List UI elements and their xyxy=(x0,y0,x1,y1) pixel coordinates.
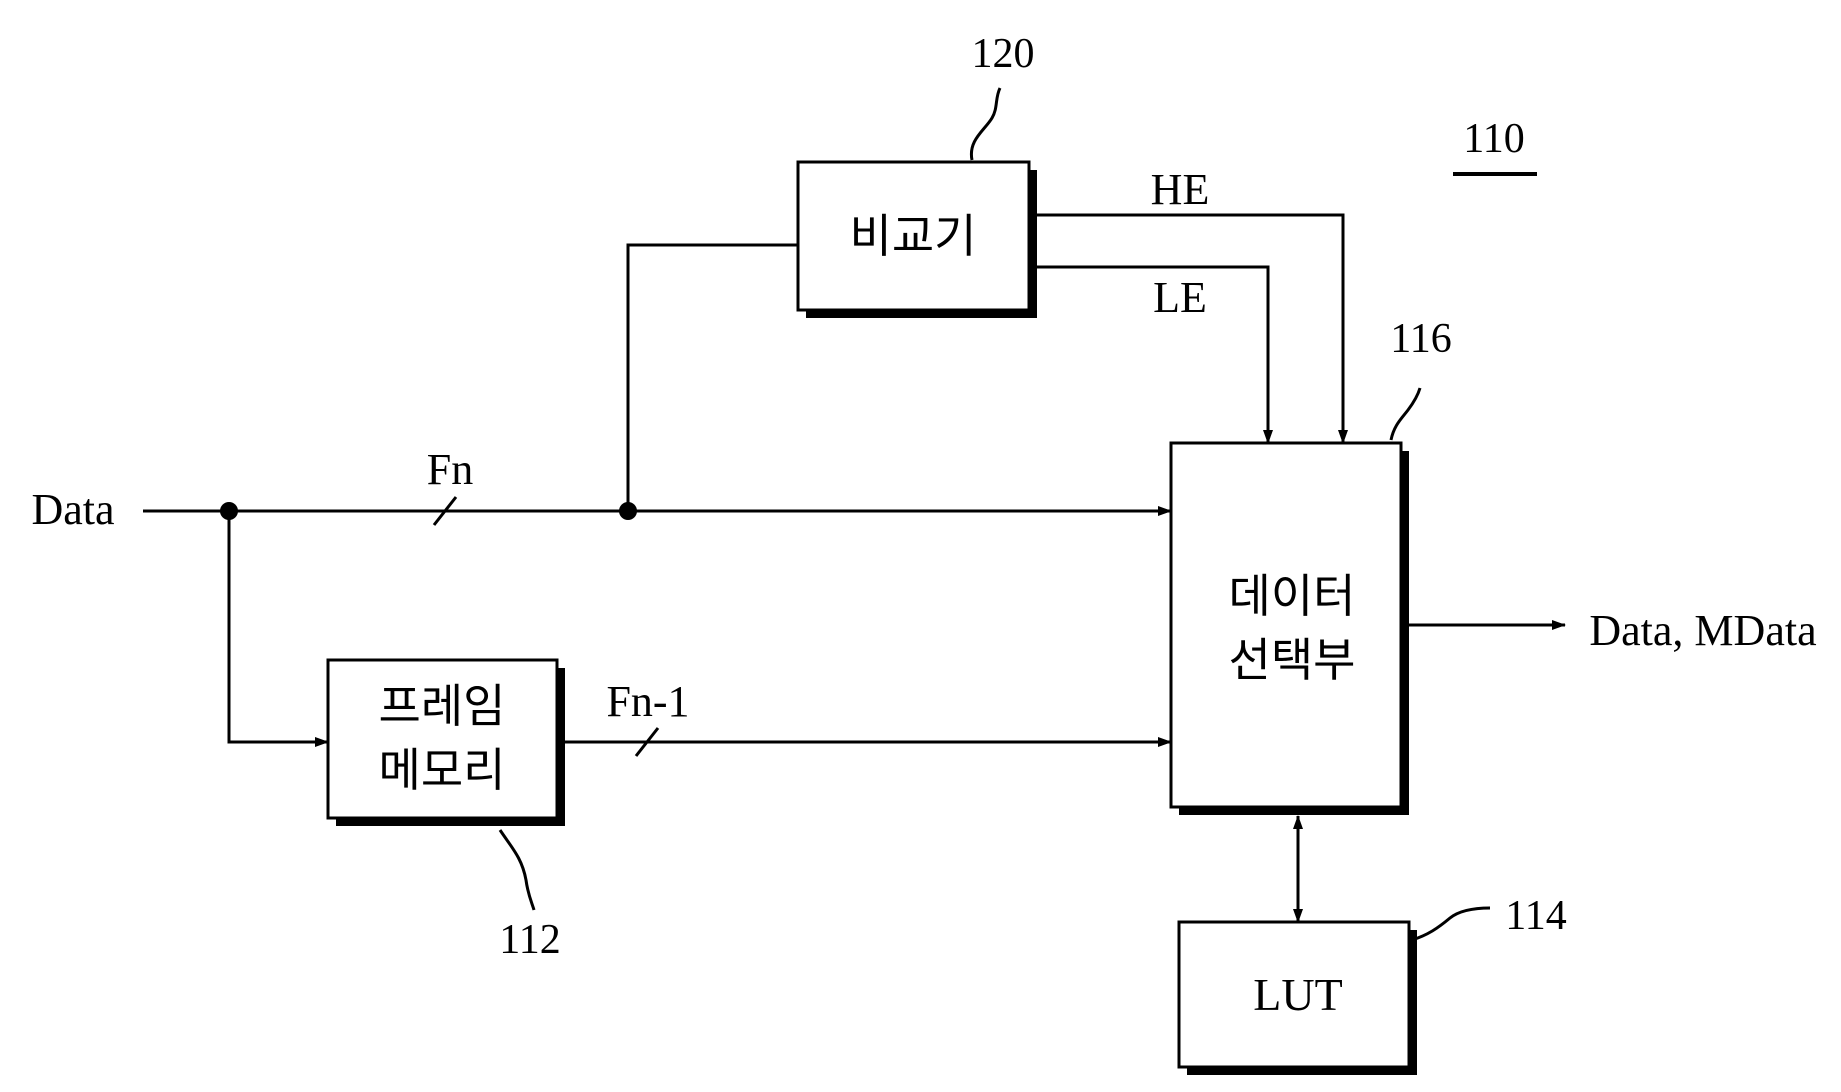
frame-memory-ref-leader xyxy=(500,830,534,910)
lut-label: LUT xyxy=(1253,969,1342,1020)
frame-memory-label-line2: 메모리 xyxy=(379,745,506,796)
output-signal-label: Data, MData xyxy=(1589,606,1816,655)
data-selector-label-line2: 선택부 xyxy=(1229,635,1356,686)
comparator-input-wire xyxy=(628,245,798,511)
data-selector-block: 데이터 선택부 xyxy=(1171,443,1409,815)
data-selector-ref-leader xyxy=(1391,388,1420,440)
he-wire xyxy=(1029,215,1343,443)
comparator-ref-leader xyxy=(971,88,1000,160)
le-wire xyxy=(1029,267,1268,443)
frame-memory-block: 프레임 메모리 xyxy=(328,660,565,826)
lut-ref: 114 xyxy=(1505,893,1566,939)
input-data-label: Data xyxy=(31,485,114,534)
frame-memory-ref: 112 xyxy=(499,917,560,963)
lut-ref-leader xyxy=(1412,908,1490,940)
fn-minus-1-signal-label: Fn-1 xyxy=(606,677,689,726)
le-signal-label: LE xyxy=(1153,273,1207,322)
data-selector-ref: 116 xyxy=(1390,316,1451,362)
frame-memory-label-line1: 프레임 xyxy=(379,681,506,732)
fn-signal-label: Fn xyxy=(427,445,473,494)
comparator-ref: 120 xyxy=(972,31,1035,77)
figure-number: 110 xyxy=(1463,116,1524,162)
frame-memory-input-wire xyxy=(229,511,328,742)
comparator-label: 비교기 xyxy=(850,211,977,262)
he-signal-label: HE xyxy=(1151,165,1210,214)
comparator-block: 비교기 xyxy=(798,162,1037,318)
lut-block: LUT xyxy=(1179,922,1417,1075)
data-selector-label-line1: 데이터 xyxy=(1229,571,1356,622)
